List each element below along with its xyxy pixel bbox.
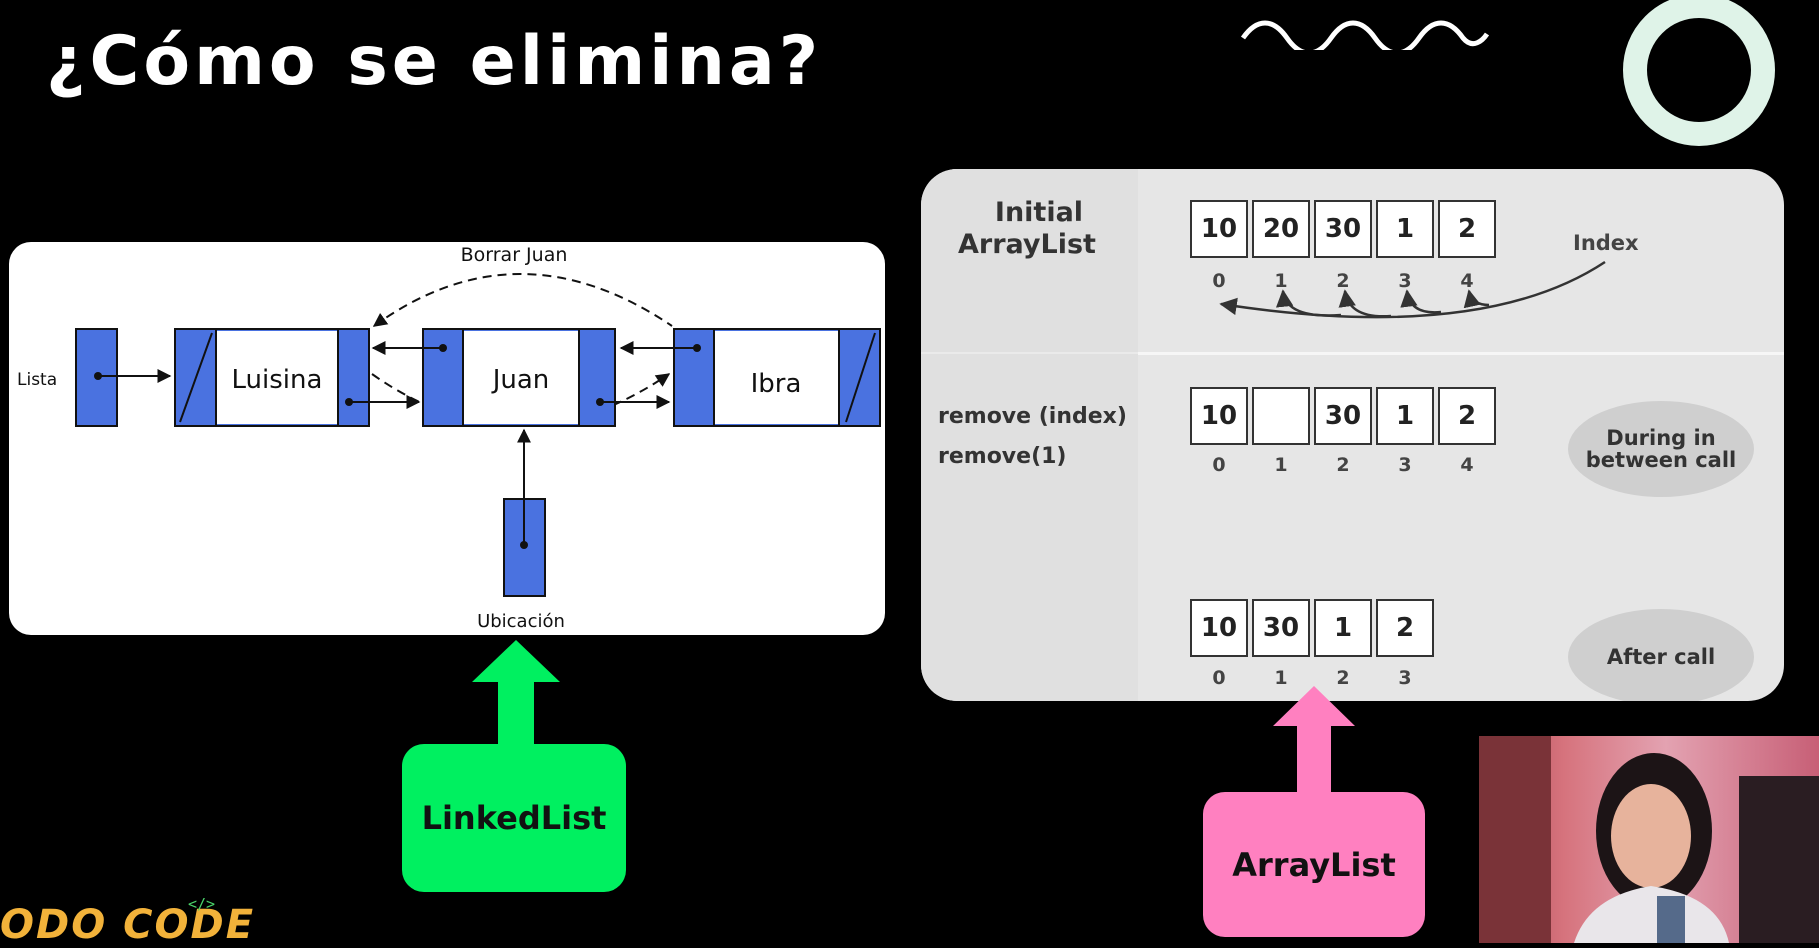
during-label-line2: between call <box>1585 448 1737 472</box>
section-divider <box>1138 352 1784 355</box>
array-cell: 10 <box>1190 200 1248 258</box>
slide-title: ¿Cómo se elimina? <box>46 22 823 101</box>
node-label: Luisina <box>232 365 323 395</box>
array-index: 1 <box>1274 270 1288 292</box>
initial-label-line2: ArrayList <box>958 229 1096 260</box>
node-juan <box>422 328 616 427</box>
node-luisina <box>174 328 370 427</box>
remove-label-1: remove (index) <box>938 404 1127 429</box>
during-label-line1: During in <box>1606 426 1716 450</box>
presenter-image <box>1479 736 1819 943</box>
brand-code-icon: </> <box>188 895 216 913</box>
array-cell: 2 <box>1438 387 1496 445</box>
array-index: 2 <box>1336 270 1350 292</box>
initial-label-line1: Initial <box>994 197 1084 228</box>
array-index: 4 <box>1460 270 1474 292</box>
index-label: Index <box>1573 231 1639 255</box>
array-cell: 30 <box>1314 387 1372 445</box>
array-index: 0 <box>1212 454 1226 476</box>
array-index: 0 <box>1212 270 1226 292</box>
array-index: 0 <box>1212 667 1226 689</box>
after-call-badge: After call <box>1568 609 1754 701</box>
initial-label: Initial <box>984 197 1094 228</box>
array-cell: 30 <box>1314 200 1372 258</box>
array-cell-empty <box>1252 387 1310 445</box>
array-cell: 10 <box>1190 387 1248 445</box>
remove-label-2: remove(1) <box>938 444 1067 469</box>
array-list-sidebar <box>921 169 1138 701</box>
wave-decoration <box>1240 20 1490 50</box>
linked-list-diagram: Borrar Juan Lista Ubicación Luisina Juan… <box>9 242 885 635</box>
node-label: Juan <box>491 365 550 395</box>
top-dashed-arc <box>372 273 673 327</box>
array-cell: 1 <box>1376 387 1434 445</box>
array-index: 3 <box>1398 270 1412 292</box>
array-index: 1 <box>1274 667 1288 689</box>
index-arrows <box>1219 260 1606 319</box>
array-cell: 2 <box>1438 200 1496 258</box>
position-label: Ubicación <box>477 611 565 632</box>
array-index: 3 <box>1398 667 1412 689</box>
linked-list-up-arrow <box>472 640 560 750</box>
array-cell: 30 <box>1252 599 1310 657</box>
linked-list-button[interactable]: LinkedList <box>402 744 626 892</box>
after-label: After call <box>1606 645 1716 669</box>
head-label: Lista <box>17 370 57 390</box>
array-index: 3 <box>1398 454 1412 476</box>
delete-label: Borrar Juan <box>461 244 568 266</box>
array-list-up-arrow <box>1273 686 1355 794</box>
brand-logo: ODO CODE <box>0 902 256 948</box>
array-index: 2 <box>1336 667 1350 689</box>
presenter-webcam <box>1479 736 1819 943</box>
array-cell: 10 <box>1190 599 1248 657</box>
section-divider <box>921 352 1138 354</box>
array-cell: 1 <box>1314 599 1372 657</box>
node-label: Ibra <box>751 369 802 399</box>
linked-list-graphic: Borrar Juan Lista Ubicación Luisina Juan… <box>17 244 881 632</box>
array-cell: 1 <box>1376 200 1434 258</box>
array-cell: 2 <box>1376 599 1434 657</box>
array-list-diagram: Initial ArrayList remove (index) remove(… <box>921 169 1784 701</box>
ring-decoration <box>1623 0 1775 146</box>
array-index: 1 <box>1274 454 1288 476</box>
array-list-button[interactable]: ArrayList <box>1203 792 1425 937</box>
node-ibra <box>673 328 881 427</box>
array-index: 2 <box>1336 454 1350 476</box>
during-call-badge: During in between call <box>1568 401 1754 497</box>
array-cell: 20 <box>1252 200 1310 258</box>
array-index: 4 <box>1460 454 1474 476</box>
